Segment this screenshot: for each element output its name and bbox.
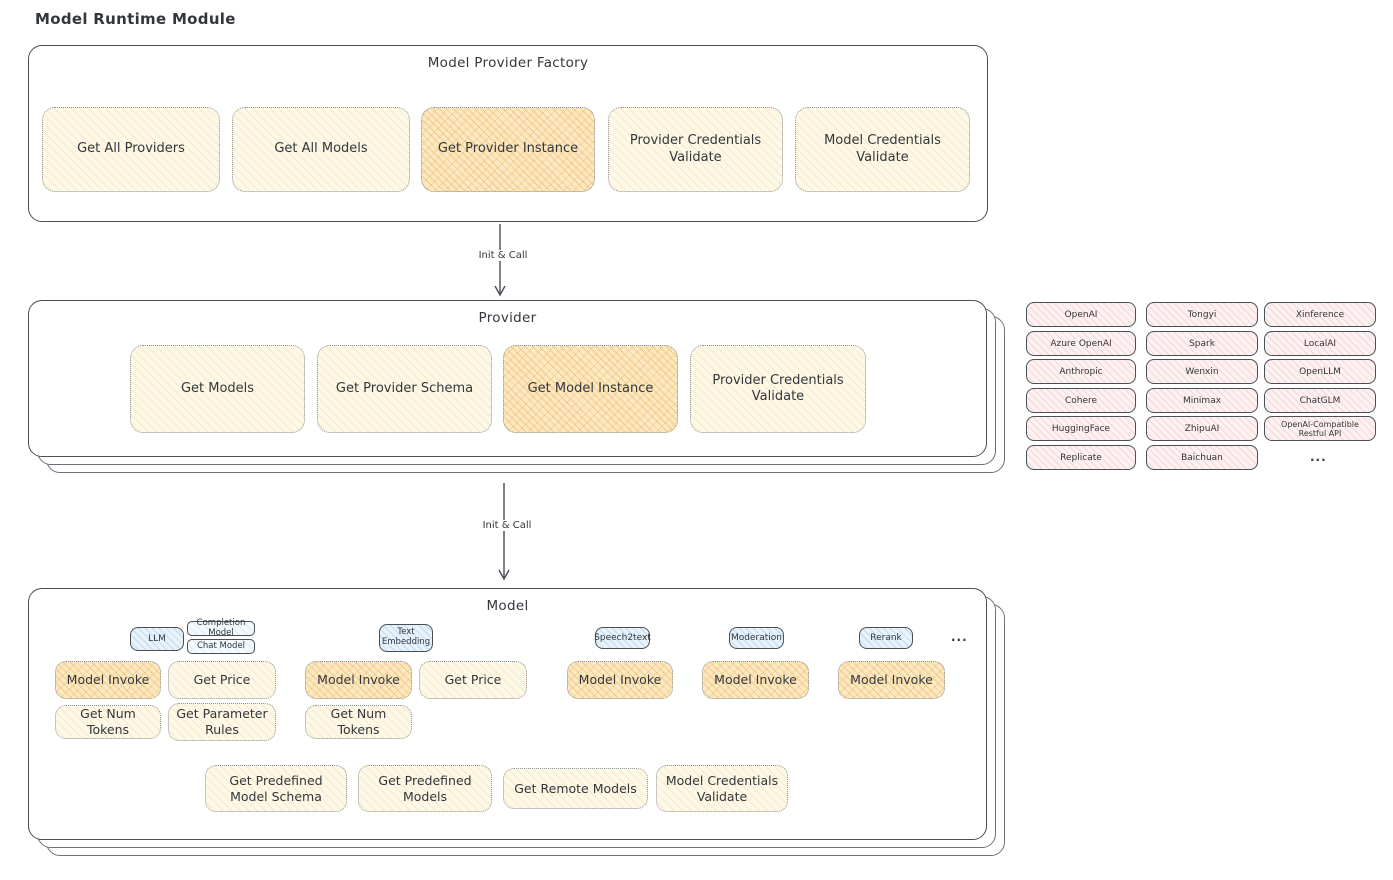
- get-remote-models: Get Remote Models: [503, 768, 648, 809]
- model-type-llm: LLM: [130, 627, 184, 651]
- model-types-more: ...: [951, 630, 968, 644]
- llm-get-price: Get Price: [168, 661, 276, 699]
- provider-chip: Replicate: [1026, 445, 1136, 470]
- provider-chip: Xinference: [1264, 302, 1376, 327]
- provider-chip: Azure OpenAI: [1026, 331, 1136, 356]
- get-predefined-model-schema: Get Predefined Model Schema: [205, 765, 347, 812]
- rerank-model-invoke: Model Invoke: [838, 661, 945, 699]
- provider-chip: Cohere: [1026, 388, 1136, 413]
- factory-model-credentials-validate: Model Credentials Validate: [795, 107, 970, 192]
- arrow-label-init-call-1: Init & Call: [468, 250, 538, 261]
- provider-chip: Anthropic: [1026, 359, 1136, 384]
- provider-chip: OpenAI: [1026, 302, 1136, 327]
- model-type-completion-model: Completion Model: [187, 618, 255, 637]
- provider-title: Provider: [478, 310, 537, 326]
- provider-get-models: Get Models: [130, 345, 305, 433]
- model-credentials-validate: Model Credentials Validate: [656, 765, 788, 812]
- arrow-label-init-call-2: Init & Call: [472, 520, 542, 531]
- provider-chip: Baichuan: [1146, 445, 1258, 470]
- model-type-moderation: Moderation: [729, 627, 784, 649]
- factory-title: Model Provider Factory: [427, 55, 589, 71]
- embedding-model-invoke: Model Invoke: [305, 661, 412, 699]
- arrow-provider-to-model: [498, 483, 510, 581]
- model-type-rerank: Rerank: [859, 627, 913, 649]
- provider-chip: OpenLLM: [1264, 359, 1376, 384]
- arrow-factory-to-provider: [494, 224, 506, 297]
- provider-provider-credentials-validate: Provider Credentials Validate: [690, 345, 866, 433]
- model-type-text-embedding: Text Embedding: [379, 624, 433, 652]
- get-predefined-models: Get Predefined Models: [358, 765, 492, 812]
- provider-get-provider-schema: Get Provider Schema: [317, 345, 492, 433]
- provider-chip: Wenxin: [1146, 359, 1258, 384]
- provider-chip: ZhipuAI: [1146, 416, 1258, 441]
- llm-model-invoke: Model Invoke: [55, 661, 161, 699]
- provider-chip: ChatGLM: [1264, 388, 1376, 413]
- llm-get-parameter-rules: Get Parameter Rules: [168, 703, 276, 741]
- embedding-get-price: Get Price: [419, 661, 527, 699]
- diagram-title: Model Runtime Module: [35, 10, 236, 28]
- provider-chip: Minimax: [1146, 388, 1258, 413]
- moderation-model-invoke: Model Invoke: [702, 661, 809, 699]
- factory-get-provider-instance: Get Provider Instance: [421, 107, 595, 192]
- factory-get-all-providers: Get All Providers: [42, 107, 220, 192]
- speech2text-model-invoke: Model Invoke: [567, 661, 673, 699]
- provider-list-more: ...: [1310, 450, 1327, 464]
- model-title: Model: [486, 598, 529, 614]
- factory-get-all-models: Get All Models: [232, 107, 410, 192]
- provider-get-model-instance: Get Model Instance: [503, 345, 678, 433]
- provider-chip: Tongyi: [1146, 302, 1258, 327]
- provider-chip: LocalAI: [1264, 331, 1376, 356]
- provider-chip: OpenAI-Compatible Restful API: [1264, 416, 1376, 441]
- factory-provider-credentials-validate: Provider Credentials Validate: [608, 107, 783, 192]
- embedding-get-num-tokens: Get Num Tokens: [305, 705, 412, 739]
- model-type-chat-model: Chat Model: [187, 639, 255, 654]
- provider-chip: HuggingFace: [1026, 416, 1136, 441]
- provider-chip: Spark: [1146, 331, 1258, 356]
- model-type-speech2text: Speech2text: [594, 627, 651, 649]
- llm-get-num-tokens: Get Num Tokens: [55, 705, 161, 739]
